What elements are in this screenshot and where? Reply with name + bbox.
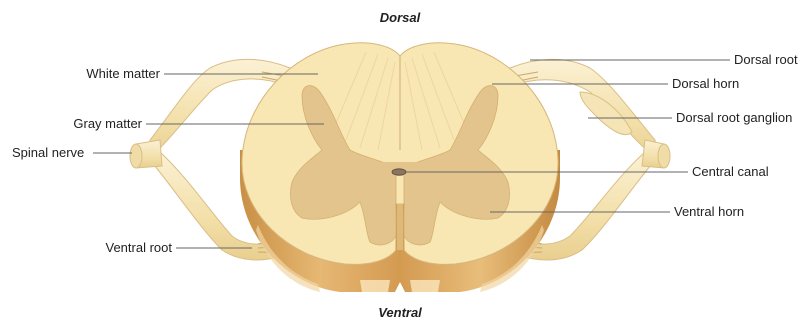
gray-matter-label: Gray matter (73, 116, 142, 131)
dorsal-label: Dorsal (380, 10, 421, 25)
ventral-root-label: Ventral root (106, 240, 173, 255)
ventral-horn-label: Ventral horn (674, 204, 744, 219)
right-spinal-nerve-end (658, 144, 670, 168)
spinal-nerve-label: Spinal nerve (12, 145, 84, 160)
callout-spinal-nerve: Spinal nerve (12, 145, 132, 160)
ventral-label: Ventral (378, 305, 422, 320)
spinal-cord-cross-section (240, 43, 560, 292)
dorsal-root-label: Dorsal root (734, 52, 798, 67)
central-canal (392, 169, 406, 175)
left-spinal-nerve-end (130, 144, 142, 168)
central-canal-label: Central canal (692, 164, 769, 179)
dorsal-horn-label: Dorsal horn (672, 76, 739, 91)
white-matter-label: White matter (86, 66, 160, 81)
dorsal-root-ganglion-label: Dorsal root ganglion (676, 110, 792, 125)
